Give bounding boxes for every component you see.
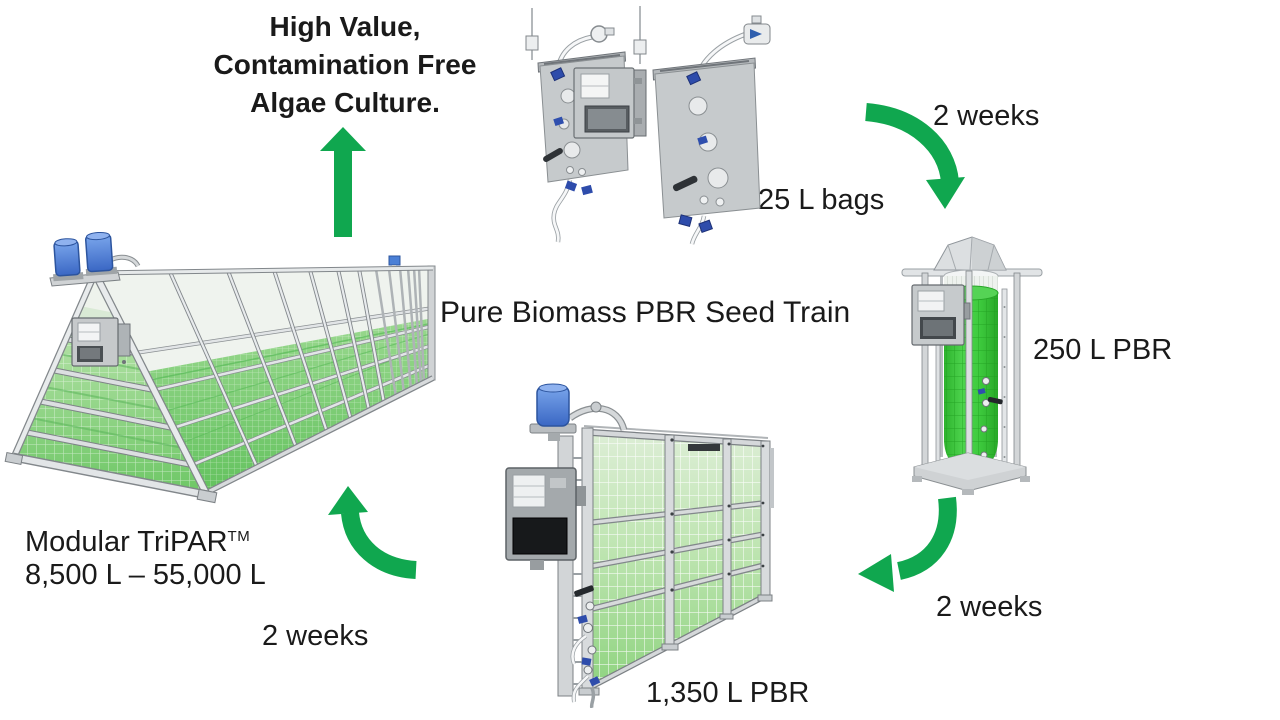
arrow-250l-to-1350l-icon <box>858 496 957 592</box>
label-1350l-pbr: 1,350 L PBR <box>646 677 810 709</box>
pbr-1350l-illustration <box>505 383 774 708</box>
label-25l-bags: 25 L bags <box>758 184 885 216</box>
duration-250l-to-1350l: 2 weeks <box>936 591 1043 623</box>
a-frame-pbr-drawing <box>4 231 436 504</box>
tripar-trademark: TM <box>227 528 251 545</box>
headline-line-2: Contamination Free <box>213 49 477 80</box>
headline-line-1: High Value, <box>269 11 421 42</box>
tripar-name-text: Modular TriPAR <box>25 526 228 558</box>
culture-bags-drawing <box>525 6 771 245</box>
pbr-250l-illustration <box>901 236 1043 495</box>
headline: High Value, Contamination Free Algae Cul… <box>190 8 500 122</box>
duration-1350l-to-tripar: 2 weeks <box>262 620 369 652</box>
headline-line-3: Algae Culture. <box>250 87 440 118</box>
duration-bags-to-250l: 2 weeks <box>933 100 1040 132</box>
label-tripar-name: Modular TriPARTM <box>25 520 250 559</box>
cylindrical-pbr-drawing <box>901 236 1043 495</box>
seed-train-title: Pure Biomass PBR Seed Train <box>440 296 851 329</box>
arrow-bags-to-250l-icon <box>864 103 965 209</box>
label-tripar-range: 8,500 L – 55,000 L <box>25 559 266 591</box>
tripar-illustration <box>4 231 436 504</box>
flat-panel-pbr-drawing <box>505 383 774 708</box>
bags-25l-illustration <box>525 6 771 245</box>
arrow-1350l-to-tripar-icon <box>328 486 417 579</box>
label-250l-pbr: 250 L PBR <box>1033 334 1173 366</box>
arrow-up-product-icon <box>320 127 366 237</box>
